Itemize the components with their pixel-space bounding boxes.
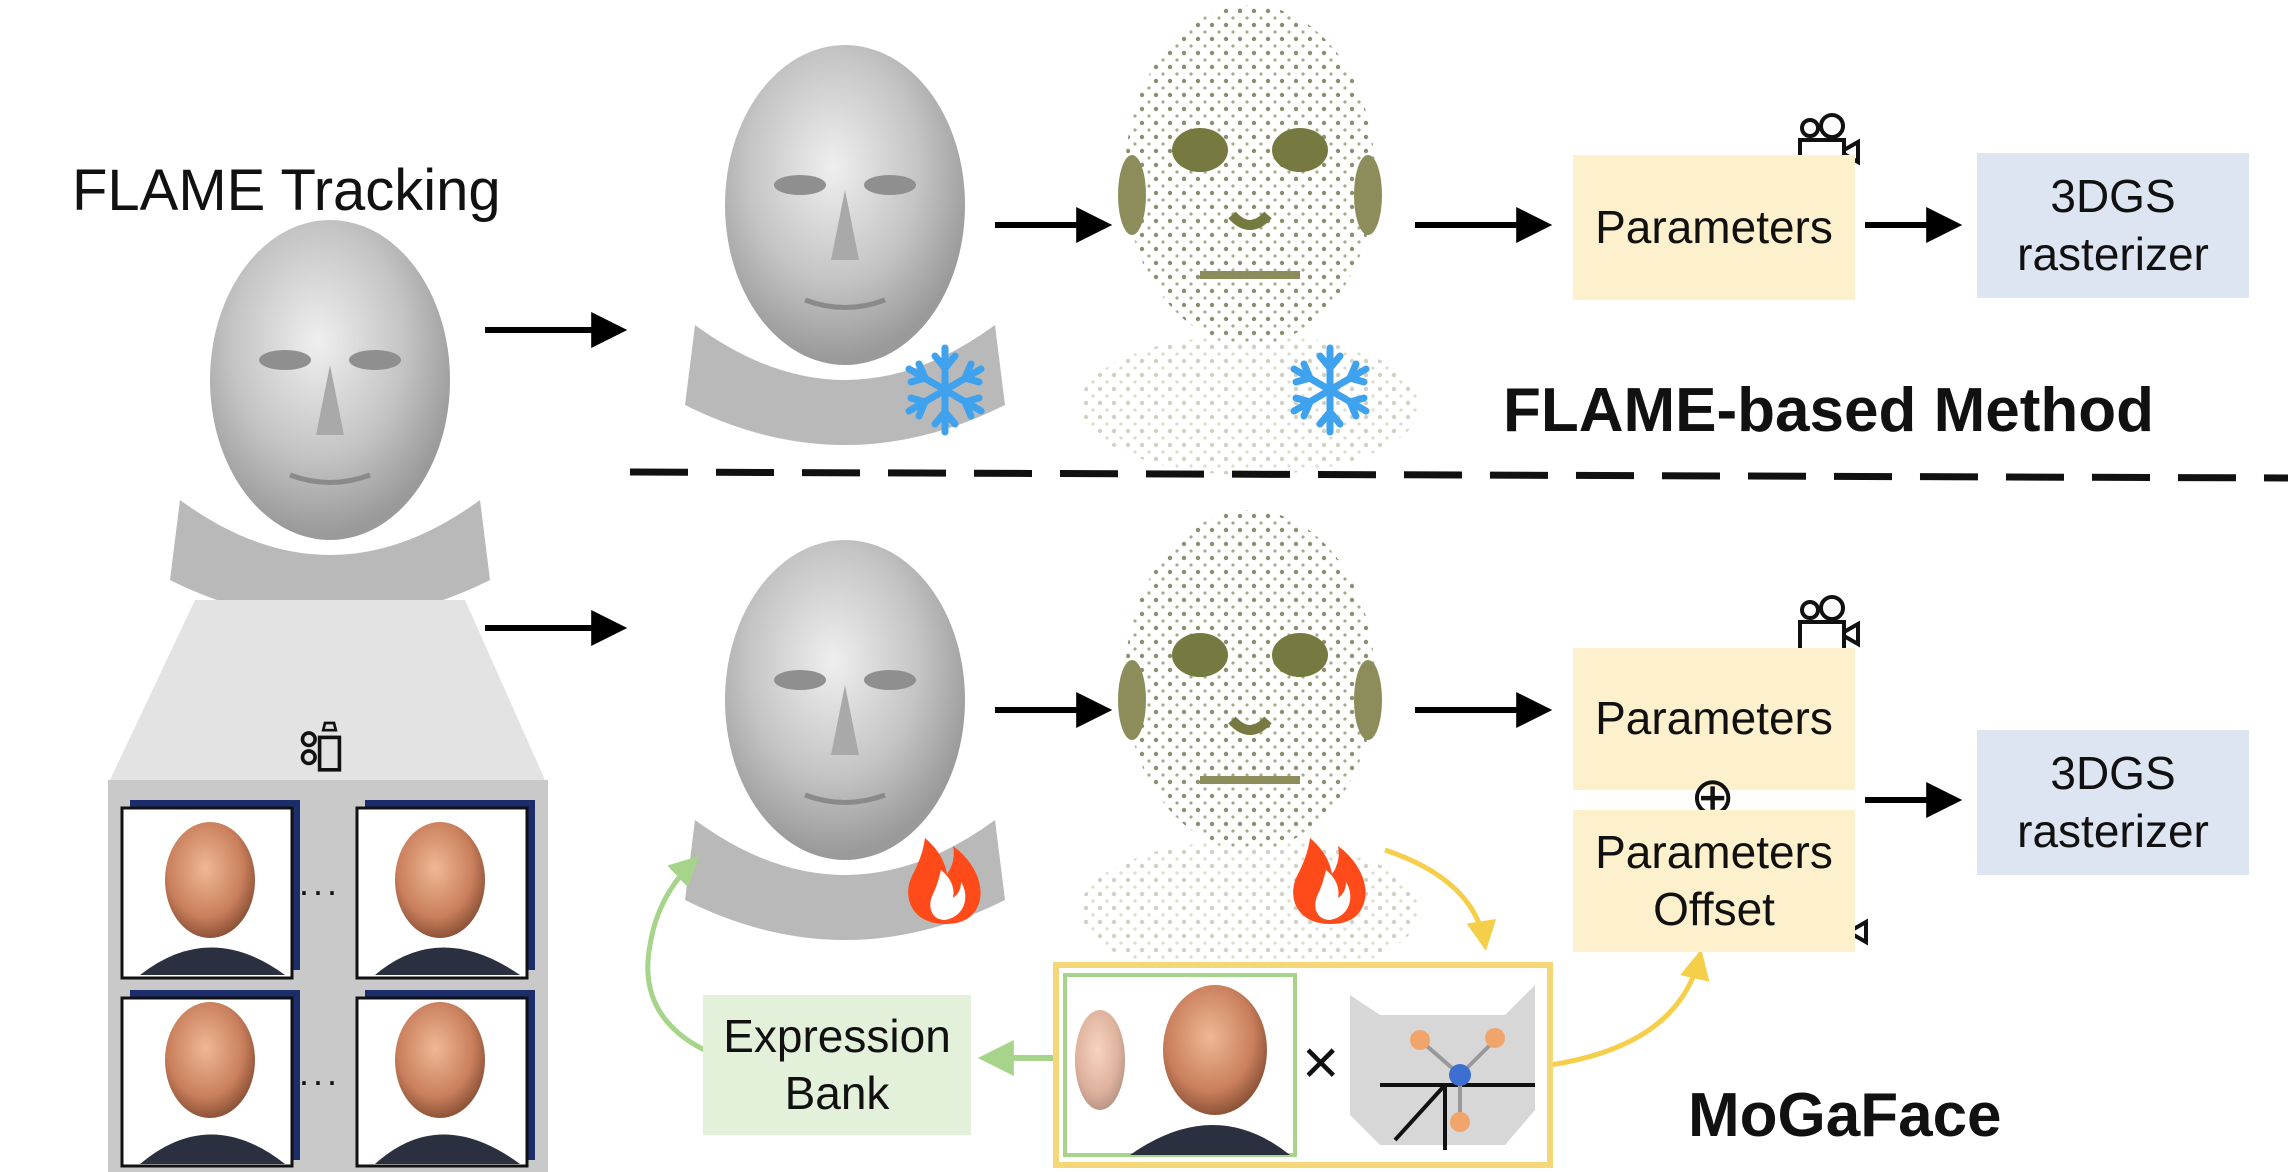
motion-frame-face [1163,985,1267,1115]
capture-camera-icon [300,721,342,772]
frames-projection [110,600,545,780]
expression-bank-box: Expression Bank [703,995,971,1135]
motion-frame-back [1075,1010,1125,1110]
frames-ellipsis-bottom: ··· [298,1060,340,1101]
flame-based-method-label: FLAME-based Method [1503,376,2154,445]
mogaface-label: MoGaFace [1688,1081,2002,1150]
section-divider [629,468,2288,482]
frame-stack-top-right [355,800,535,980]
offset-line2: Offset [1653,883,1775,935]
flame-tracking-title: FLAME Tracking [72,158,501,223]
expression-bank-line2: Bank [784,1067,890,1119]
bottom-point-cloud-image [1080,510,1420,980]
frame-stack-bottom-left [120,990,300,1168]
bottom-rasterizer-line1: 3DGS [2050,747,2176,799]
bottom-parameters-label: Parameters [1595,692,1833,745]
arrow-points-to-motion-panel [1384,847,1497,951]
bottom-rasterizer-line2: rasterizer [2017,804,2209,857]
motion-frame-shoulders [1130,1125,1290,1155]
top-parameters-box: Parameters [1573,155,1855,300]
top-rasterizer-line1: 3DGS [2050,170,2176,222]
frames-ellipsis-top: ··· [298,870,340,911]
tracked-head-image [170,220,490,620]
expression-bank-line1: Expression [723,1009,951,1062]
parameters-offset-box: Parameters Offset [1573,810,1855,952]
latent-space-cube [1350,985,1535,1150]
times-symbol: × [1302,1026,1340,1098]
top-rasterizer-box: 3DGS rasterizer [1977,153,2249,298]
top-parameters-label: Parameters [1595,200,1833,253]
arrow-motion-panel-to-offset [1549,949,1710,1068]
bottom-parameters-box: Parameters [1573,648,1855,790]
top-point-cloud-image [1080,5,1420,475]
frame-stack-top-left [120,800,300,980]
bottom-rasterizer-box: 3DGS rasterizer [1977,730,2249,875]
offset-line1: Parameters [1595,825,1833,878]
top-rasterizer-line2: rasterizer [2017,227,2209,280]
bottom-params-camera-icon [1798,595,1860,652]
frame-stack-bottom-right [355,990,535,1168]
